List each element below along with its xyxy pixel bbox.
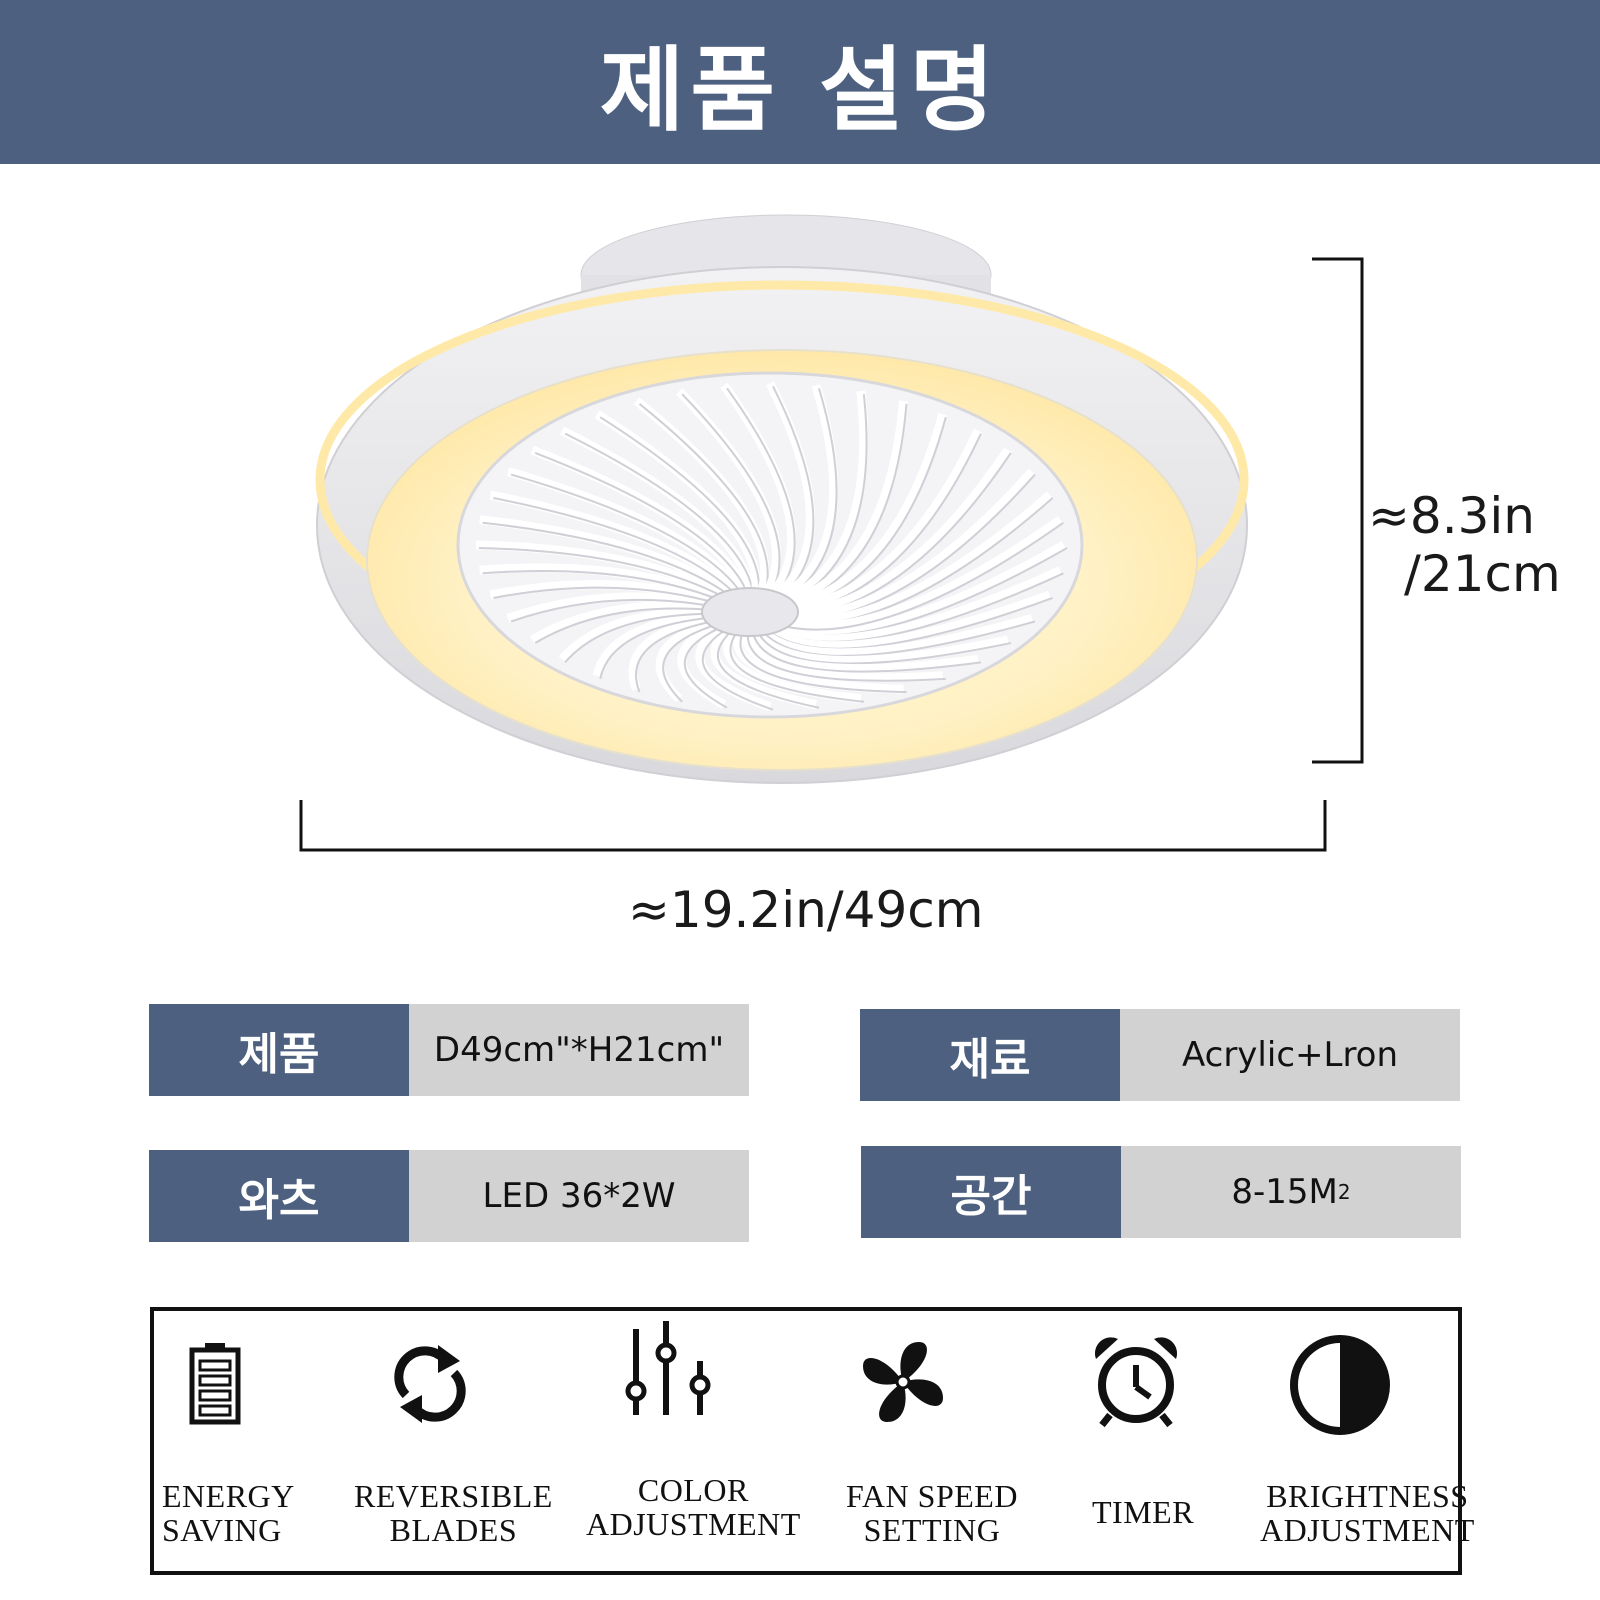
spec-row-material: 재료 Acrylic+Lron [860, 1009, 1460, 1101]
header-banner: 제품 설명 [0, 0, 1600, 164]
height-dimension-bracket [1312, 257, 1364, 764]
spec-label: 제품 [149, 1004, 409, 1096]
half-circle-icon [1290, 1335, 1390, 1435]
feature-fan-speed: FAN SPEED SETTING [834, 1311, 1054, 1575]
feature-label: REVERSIBLE BLADES [354, 1478, 553, 1548]
ceiling-fan-image [315, 214, 1249, 784]
height-cm: /21cm [1404, 544, 1561, 603]
feature-color-adjustment: COLOR ADJUSTMENT [574, 1311, 800, 1575]
feature-label: COLOR ADJUSTMENT [586, 1472, 801, 1542]
features-panel: ENERGY SAVING REVERSIBLE BLADES COLOR AD… [150, 1307, 1474, 1575]
spec-value: Acrylic+Lron [1120, 1009, 1460, 1101]
feature-reversible-blades: REVERSIBLE BLADES [344, 1311, 554, 1575]
spec-value-text: 8-15M [1231, 1172, 1338, 1212]
feature-label: BRIGHTNESS ADJUSTMENT [1260, 1478, 1475, 1548]
spec-label: 와츠 [149, 1150, 409, 1242]
spec-value: D49cm"*H21cm" [409, 1004, 749, 1096]
width-dimension: ≈19.2in/49cm [628, 881, 984, 939]
sliders-icon [625, 1321, 711, 1415]
height-dimension: ≈8.3in /21cm [1368, 487, 1561, 603]
feature-label: FAN SPEED SETTING [846, 1478, 1018, 1548]
feature-energy-saving: ENERGY SAVING [154, 1311, 370, 1575]
feature-timer: TIMER [1074, 1311, 1254, 1575]
spec-value-superscript: 2 [1337, 1180, 1351, 1204]
spec-row-product: 제품 D49cm"*H21cm" [149, 1004, 749, 1096]
alarm-clock-icon [1094, 1337, 1178, 1428]
spec-value: LED 36*2W [409, 1150, 749, 1242]
spec-label: 공간 [861, 1146, 1121, 1238]
spec-label: 재료 [860, 1009, 1120, 1101]
battery-icon [189, 1343, 241, 1425]
width-dimension-bracket [299, 800, 1327, 852]
height-inches: ≈8.3in [1368, 487, 1535, 545]
spec-row-watts: 와츠 LED 36*2W [149, 1150, 749, 1242]
feature-brightness: BRIGHTNESS ADJUSTMENT [1254, 1311, 1474, 1575]
page-title: 제품 설명 [599, 36, 1001, 144]
feature-label: ENERGY SAVING [162, 1478, 295, 1548]
reverse-arrows-icon [394, 1345, 466, 1423]
feature-label: TIMER [1092, 1494, 1195, 1530]
fan-icon [863, 1342, 943, 1422]
